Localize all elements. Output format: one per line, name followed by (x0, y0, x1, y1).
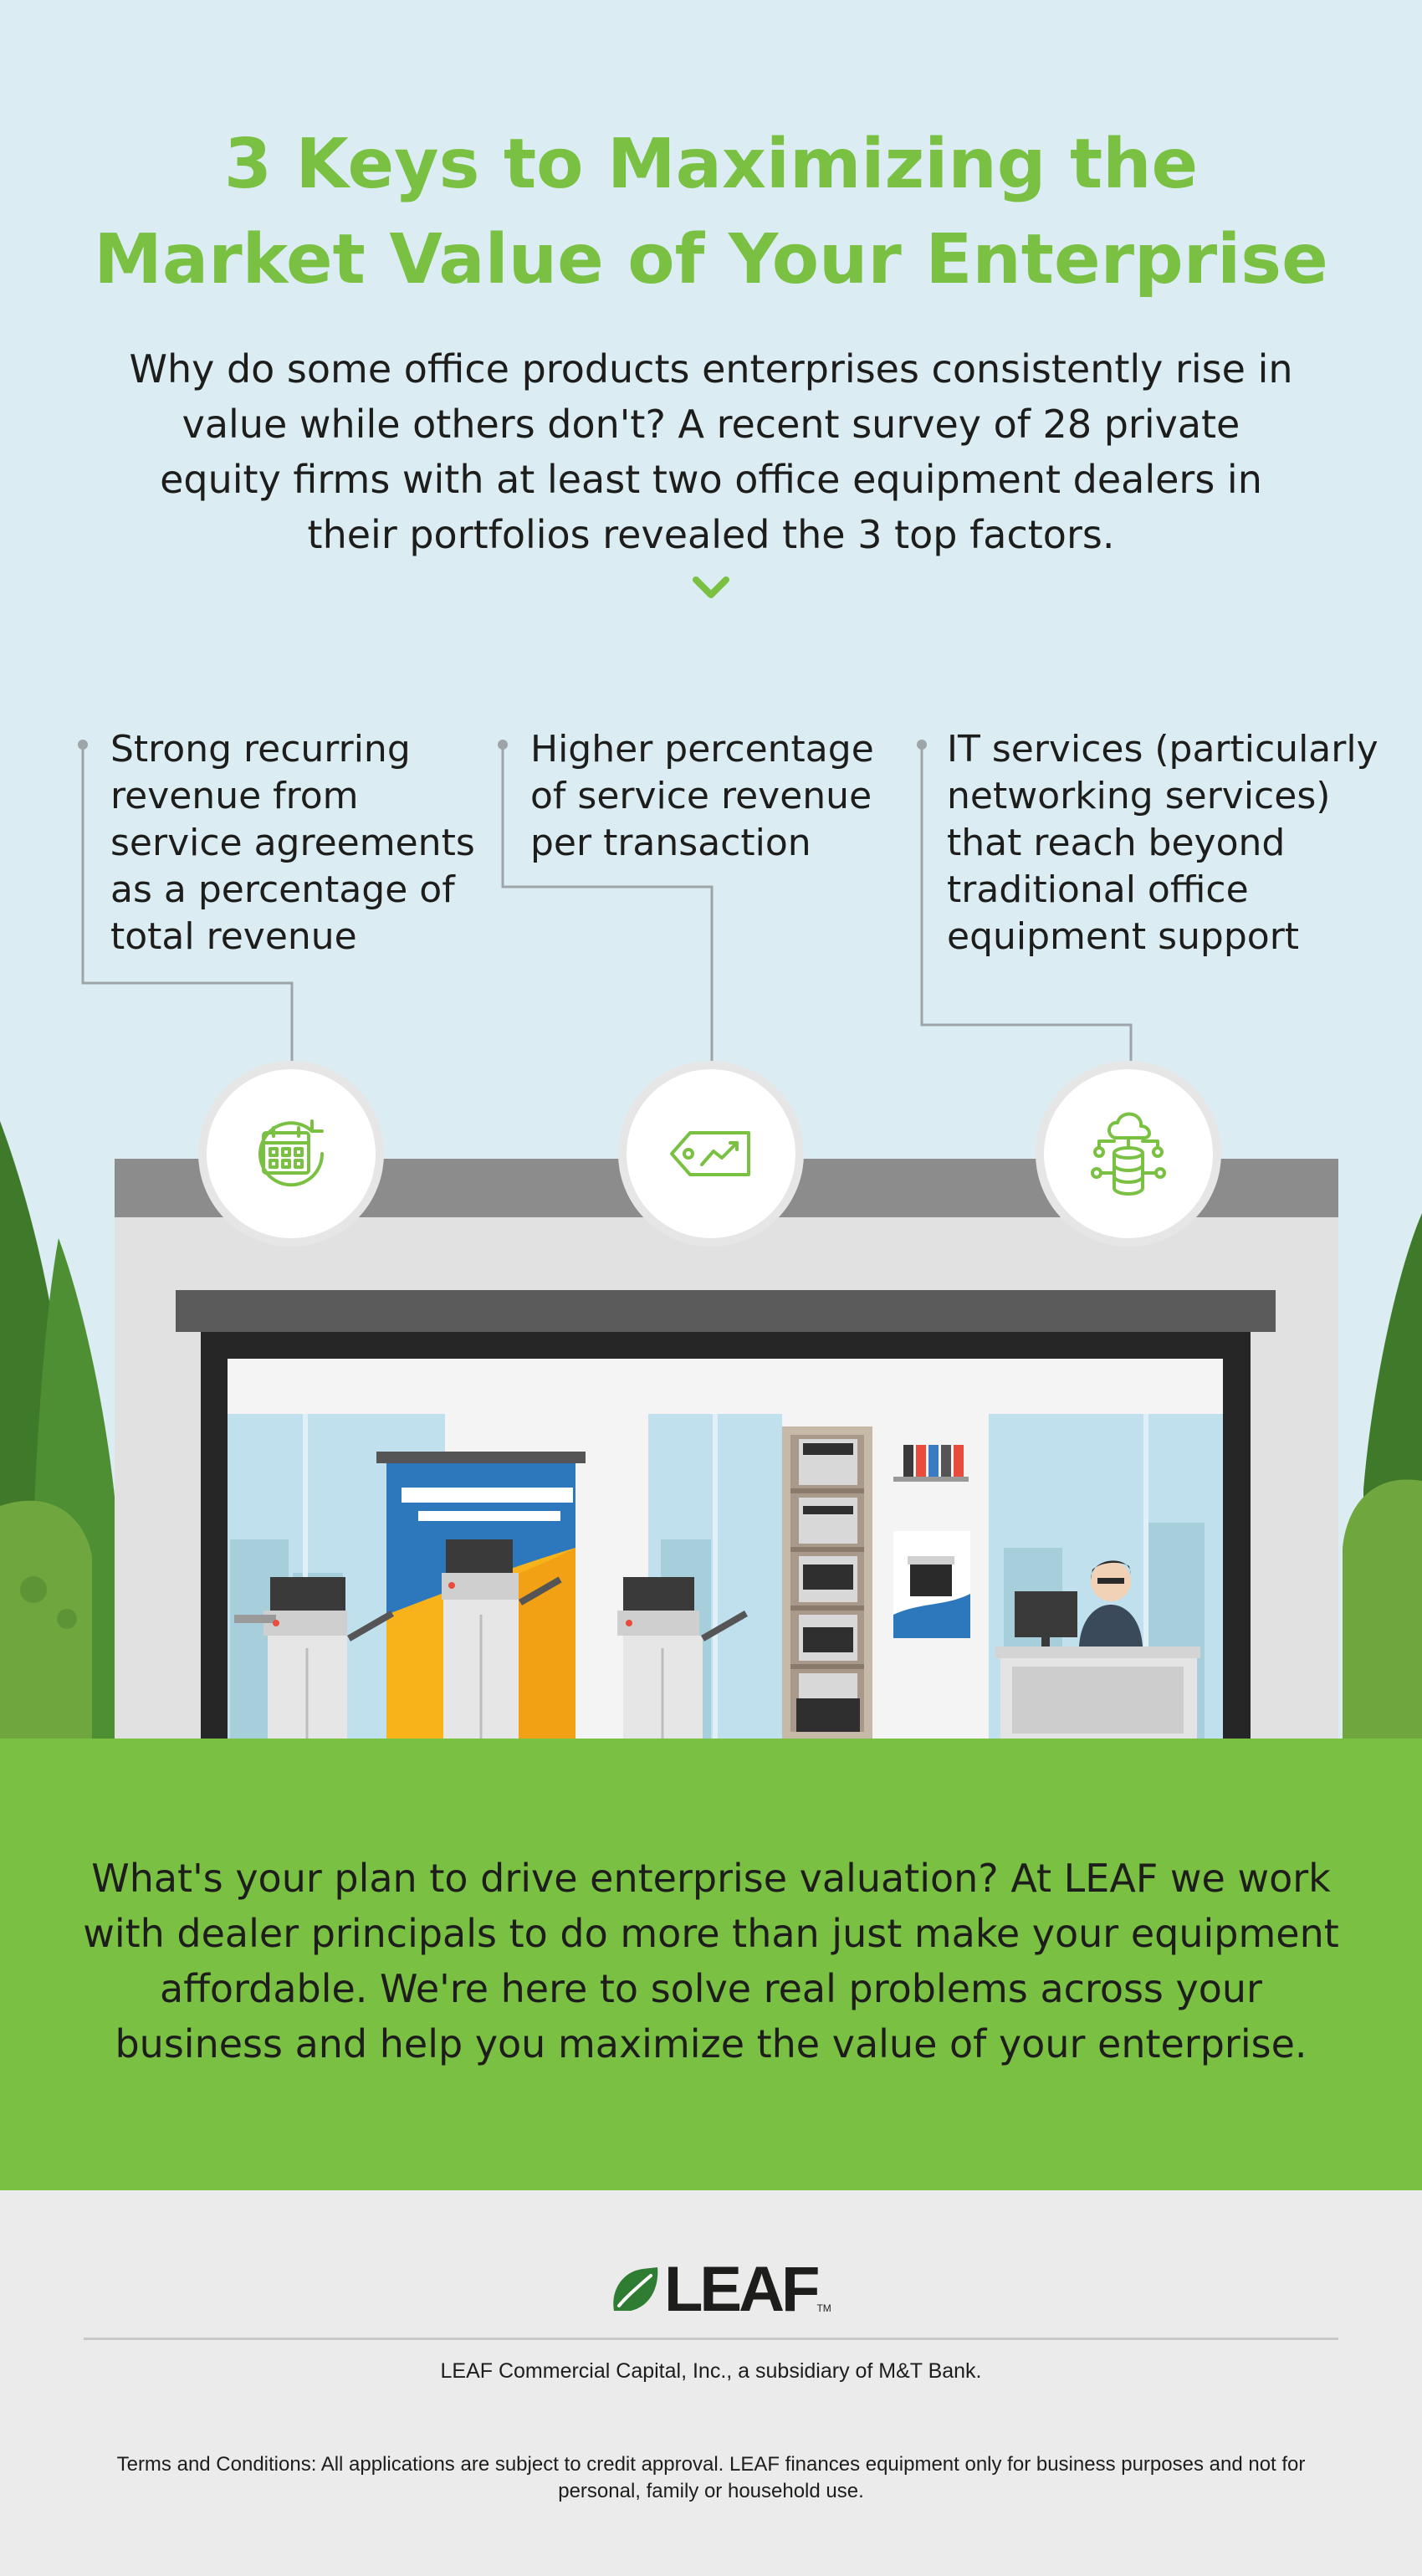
logo-wordmark: LEAF (664, 2254, 820, 2325)
call-to-action-text: What's your plan to drive enterprise val… (83, 1856, 1339, 2066)
key-3-icon-badge (1036, 1061, 1221, 1247)
footer (0, 2190, 1422, 2576)
terms-and-conditions: Terms and Conditions: All applications a… (116, 2453, 1306, 2502)
key-1-icon-badge (198, 1061, 384, 1247)
key-2-text: Higher percentage of service revenue per… (530, 728, 874, 864)
key-3-text: IT services (particularly networking ser… (947, 728, 1379, 958)
office-store-illustration (0, 1121, 1422, 1740)
title-line-1: 3 Keys to Maximizing the (223, 125, 1199, 204)
chevron-down-icon (693, 576, 729, 598)
price-tag-chart-icon (670, 1131, 750, 1176)
leaf-logo: LEAF TM (609, 2256, 831, 2324)
subsidiary-note: LEAF Commercial Capital, Inc., a subsidi… (440, 2359, 982, 2383)
logo-trademark: TM (816, 2302, 831, 2314)
connector-lines (78, 740, 1133, 1061)
intro-paragraph: Why do some office products enterprises … (129, 346, 1293, 557)
call-to-action-band (0, 1739, 1422, 2190)
key-2-icon-badge (618, 1061, 804, 1247)
title-line-2: Market Value of Your Enterprise (94, 220, 1328, 300)
page-title: 3 Keys to Maximizing the Market Value of… (0, 117, 1422, 308)
key-1-text: Strong recurring revenue from service ag… (110, 728, 475, 958)
footer-divider (84, 2338, 1338, 2340)
cloud-database-network-icon (1091, 1112, 1166, 1196)
calendar-cycle-icon (258, 1119, 325, 1187)
leaf-logo-icon (613, 2267, 658, 2311)
